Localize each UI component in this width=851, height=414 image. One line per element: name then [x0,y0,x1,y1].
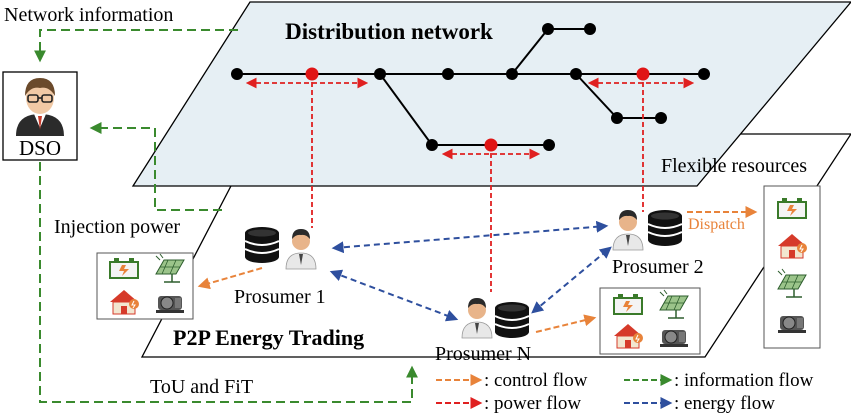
legend-control-label: : control flow [484,370,588,391]
generator-icon [155,295,185,314]
prosumer-1-database-icon [244,226,280,264]
prosumer-1-control-arrow [197,267,263,290]
power-node [305,67,319,81]
generator-icon [659,329,689,348]
dso-avatar-icon [16,78,64,136]
power-node [636,67,650,81]
prosumer-2-label: Prosumer 2 [612,256,704,278]
tou-fit-label: ToU and FiT [150,376,253,398]
legend-power-label: : power flow [484,393,581,414]
legend-energy-label: : energy flow [674,393,775,414]
legend-information-label: : information flow [674,370,814,391]
bus-node [374,68,386,80]
information-flows [34,29,418,403]
network-nodes [231,23,710,152]
battery-icon [777,197,807,219]
legend: : control flow : information flow : powe… [436,370,814,414]
bus-node [542,23,554,35]
prosumer-n-database-icon [494,301,530,339]
energy-flows [329,220,612,322]
injection-power-label: Injection power [54,216,180,238]
prosumer-2-database-icon [647,209,683,247]
power-node [484,138,498,152]
battery-icon [613,293,643,315]
bus-node [426,139,438,151]
battery-icon [109,257,139,279]
distribution-network-title: Distribution network [285,19,493,44]
power-flow-arrows [245,77,695,292]
bus-node [570,68,582,80]
prosumer-1-label: Prosumer 1 [234,286,326,308]
bus-node [506,68,518,80]
prosumer-n-control-arrow [535,314,597,333]
bus-node [611,112,623,124]
dso-label: DSO [19,136,61,160]
bus-node [584,23,596,35]
bus-node [442,68,454,80]
network-information-label: Network information [4,4,173,26]
p2p-trading-title: P2P Energy Trading [173,325,364,350]
bus-node [655,112,667,124]
bus-node [543,139,555,151]
generator-icon [777,315,807,334]
dispatch-label: Dispatch [688,216,745,233]
bus-node [698,68,710,80]
bus-node [231,68,243,80]
prosumer-n-label: Prosumer N [435,343,531,365]
flexible-resources-label: Flexible resources [661,155,807,177]
